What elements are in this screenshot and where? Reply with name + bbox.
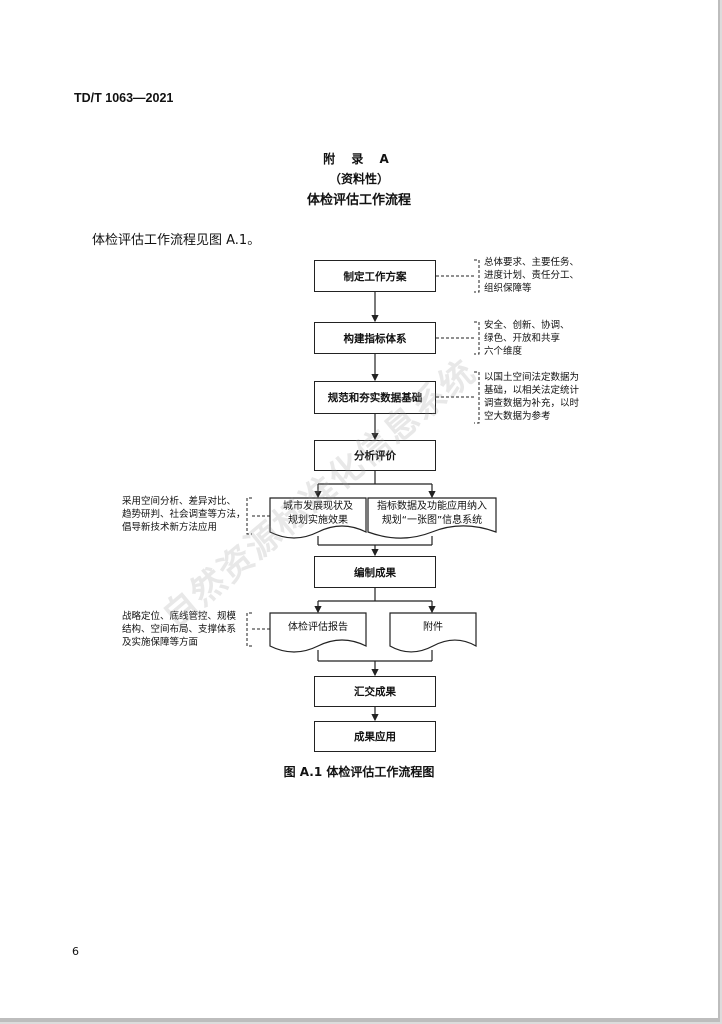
- doc-index-data-system: 指标数据及功能应用纳入规划“一张图”信息系统: [368, 498, 496, 538]
- note-line: 总体要求、主要任务、: [484, 257, 580, 268]
- note-data-sources: 以国土空间法定数据为 基础，以相关法定统计 调查数据为补充，以时 空大数据为参考: [484, 371, 579, 423]
- note-line: 趋势研判、社会调查等方法，: [122, 509, 246, 520]
- step-submit-results: 汇交成果: [314, 676, 436, 707]
- step-formulate-plan: 制定工作方案: [314, 260, 436, 292]
- note-line: 调查数据为补充，以时: [484, 398, 580, 409]
- step-build-index-system: 构建指标体系: [314, 322, 436, 354]
- doc-index-data-line2: 规划“一张图”信息系统: [381, 515, 483, 526]
- step-data-foundation: 规范和夯实数据基础: [314, 381, 436, 414]
- note-analysis-methods: 采用空间分析、差异对比、 趋势研判、社会调查等方法， 倡导新技术新方法应用: [122, 495, 246, 534]
- doc-attachment: 附件: [423, 622, 443, 633]
- intro-paragraph: 体检评估工作流程见图 A.1。: [92, 233, 261, 248]
- doc-evaluation-report: 体检评估报告: [288, 622, 348, 633]
- note-line: 六个维度: [484, 346, 523, 357]
- note-line: 采用空间分析、差异对比、: [122, 496, 237, 507]
- note-line: 基础，以相关法定统计: [484, 385, 580, 396]
- doc-development-status: 城市发展现状及规划实施效果: [270, 498, 366, 538]
- standard-code: TD/T 1063—2021: [74, 91, 174, 105]
- note-line: 进度计划、责任分工、: [484, 270, 580, 281]
- doc-index-data-line1: 指标数据及功能应用纳入: [377, 501, 487, 512]
- note-line: 倡导新技术新方法应用: [122, 522, 218, 533]
- step-compile-results: 编制成果: [314, 556, 436, 588]
- note-line: 以国土空间法定数据为: [484, 372, 580, 383]
- doc-development-status-line2: 规划实施效果: [288, 515, 348, 526]
- page-number: 6: [72, 945, 79, 958]
- note-plan-contents: 总体要求、主要任务、 进度计划、责任分工、 组织保障等: [484, 256, 579, 295]
- appendix-nature: （资料性）: [328, 172, 389, 186]
- step-apply-results: 成果应用: [314, 721, 436, 752]
- appendix-title: 体检评估工作流程: [306, 193, 411, 208]
- note-line: 及实施保障等方面: [122, 637, 199, 648]
- figure-caption: 图 A.1 体检评估工作流程图: [283, 765, 435, 779]
- note-six-dimensions: 安全、创新、协调、 绿色、开放和共享 六个维度: [484, 319, 570, 358]
- note-report-aspects: 战略定位、底线管控、规模 结构、空间布局、支撑体系 及实施保障等方面: [122, 610, 236, 649]
- note-line: 结构、空间布局、支撑体系: [122, 624, 237, 635]
- note-line: 组织保障等: [484, 283, 532, 294]
- appendix-label: 附 录 A: [323, 152, 395, 166]
- note-line: 绿色、开放和共享: [484, 333, 561, 344]
- note-line: 战略定位、底线管控、规模: [122, 611, 237, 622]
- step-analysis-evaluation: 分析评价: [314, 440, 436, 471]
- note-line: 空大数据为参考: [484, 411, 551, 422]
- note-line: 安全、创新、协调、: [484, 320, 570, 331]
- doc-development-status-line1: 城市发展现状及: [283, 501, 353, 512]
